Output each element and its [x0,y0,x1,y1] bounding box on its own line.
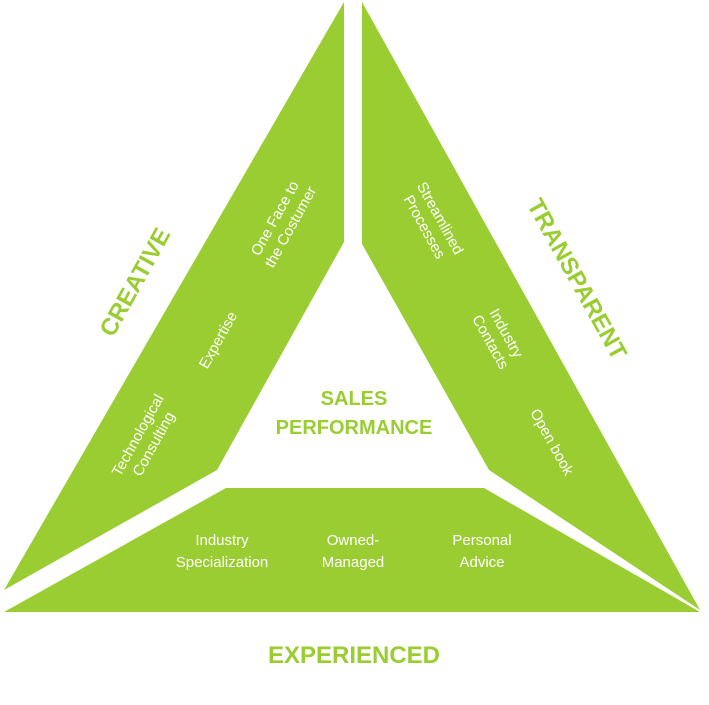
transparent-segment [362,2,700,610]
experienced-item-personal-advice-line2: Advice [459,554,504,571]
experienced-item-owned-managed-line2: Managed [322,554,385,571]
experienced-item-personal-advice: Personal Advice [452,532,511,571]
creative-segment [4,2,344,590]
experienced-item-personal-advice-line1: Personal [452,532,511,549]
experienced-item-industry-specialization-line2: Specialization [176,554,269,571]
experienced-item-industry-specialization-line1: Industry [195,532,249,549]
experienced-label: EXPERIENCED [268,642,440,669]
experienced-segment [4,488,700,612]
center-label: SALES PERFORMANCE [276,388,433,439]
experienced-item-industry-specialization: Industry Specialization [176,532,269,571]
experienced-item-owned-managed: Owned- Managed [322,532,385,571]
center-label-line1: SALES [321,388,388,410]
center-label-line2: PERFORMANCE [276,417,433,439]
experienced-item-owned-managed-line1: Owned- [327,532,380,549]
